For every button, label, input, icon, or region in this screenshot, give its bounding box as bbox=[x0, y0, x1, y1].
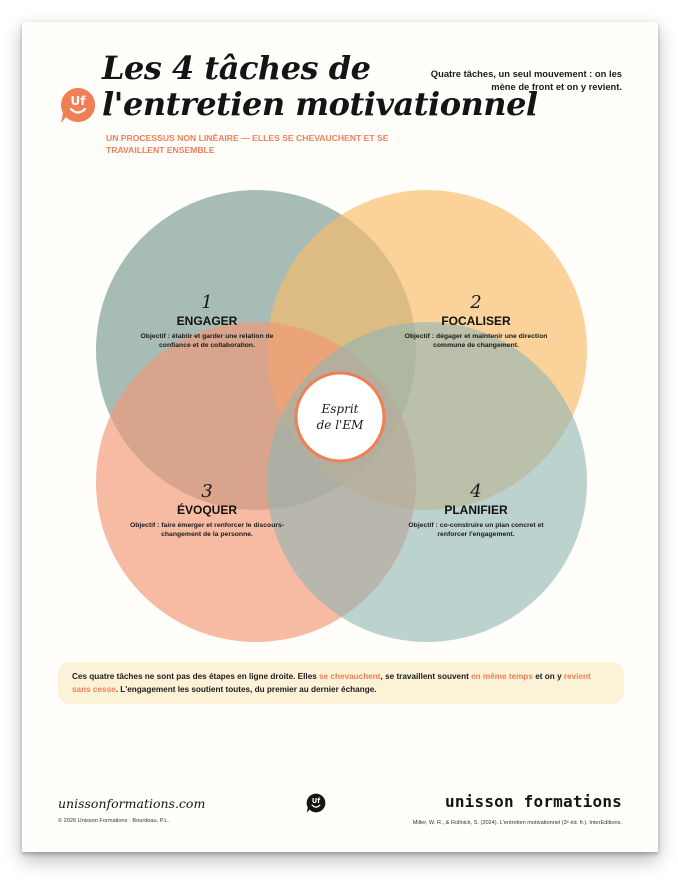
note-text-4: . L'engagement les soutient toutes, du p… bbox=[115, 685, 377, 694]
task-2-objective-line-2: commune de changement. bbox=[433, 342, 519, 349]
task-3-objective-line-2: changement de la personne. bbox=[161, 531, 253, 538]
note-text-1: Ces quatre tâches ne sont pas des étapes… bbox=[72, 672, 320, 681]
copyright: © 2026 Unisson Formations · Bourdeau, P.… bbox=[58, 818, 169, 824]
website-link[interactable]: unissonformations.com bbox=[58, 796, 206, 811]
task-3-objective-line-1: Objectif : faire émerger et renforcer le… bbox=[130, 522, 284, 529]
center-line-2: de l'EM bbox=[317, 418, 364, 432]
tagline: Quatre tâches, un seul mouvement : on le… bbox=[430, 68, 622, 92]
page-title: Les 4 tâches de l'entretien motivationne… bbox=[102, 50, 538, 122]
page-subtitle: UN PROCESSUS NON LINÉAIRE — ELLES SE CHE… bbox=[106, 133, 389, 155]
footer-logo-icon: Uf bbox=[306, 793, 326, 813]
circle-planifier bbox=[267, 322, 587, 642]
note-highlight-2: en même temps bbox=[471, 672, 533, 681]
task-4-objective-line-2: renforcer l'engagement. bbox=[437, 531, 514, 538]
footer-logo-text: Uf bbox=[312, 797, 320, 805]
task-2-name: FOCALISER bbox=[441, 314, 511, 328]
summary-note: Ces quatre tâches ne sont pas des étapes… bbox=[58, 662, 624, 704]
task-1-objective-line-2: confiance et de collaboration. bbox=[159, 342, 255, 349]
brand-wordmark: unisson formations bbox=[445, 792, 622, 811]
center-line-1: Esprit bbox=[321, 402, 359, 416]
task-3-name: ÉVOQUER bbox=[177, 502, 237, 517]
center-circle bbox=[294, 371, 386, 463]
note-highlight-3: revient sans cesse bbox=[72, 672, 591, 694]
task-4-name: PLANIFIER bbox=[444, 503, 508, 517]
task-2-objective-line-1: Objectif : dégager et maintenir une dire… bbox=[405, 333, 548, 340]
title-line-2: l'entretien motivationnel bbox=[102, 85, 538, 123]
task-3-number: 3 bbox=[201, 481, 212, 502]
task-4-number: 4 bbox=[469, 481, 481, 502]
note-highlight-1: se chevauchent bbox=[319, 672, 381, 681]
bibliographic-reference: Miller, W. R., & Rollnick, S. (2024). L'… bbox=[412, 820, 622, 826]
unisson-logo-icon: Uf bbox=[61, 87, 96, 123]
logo-text: Uf bbox=[71, 94, 87, 108]
task-1-name: ENGAGER bbox=[177, 314, 238, 328]
task-1-objective-line-1: Objectif : établir et garder une relatio… bbox=[141, 333, 274, 340]
note-text-3: et on y bbox=[532, 672, 564, 681]
task-4-objective-line-1: Objectif : co-construire un plan concret… bbox=[408, 522, 544, 529]
title-line-1: Les 4 tâches de bbox=[102, 49, 371, 87]
task-2-number: 2 bbox=[469, 292, 481, 313]
note-text-2: , se travaillent souvent bbox=[380, 672, 472, 681]
task-1-number: 1 bbox=[201, 292, 212, 313]
